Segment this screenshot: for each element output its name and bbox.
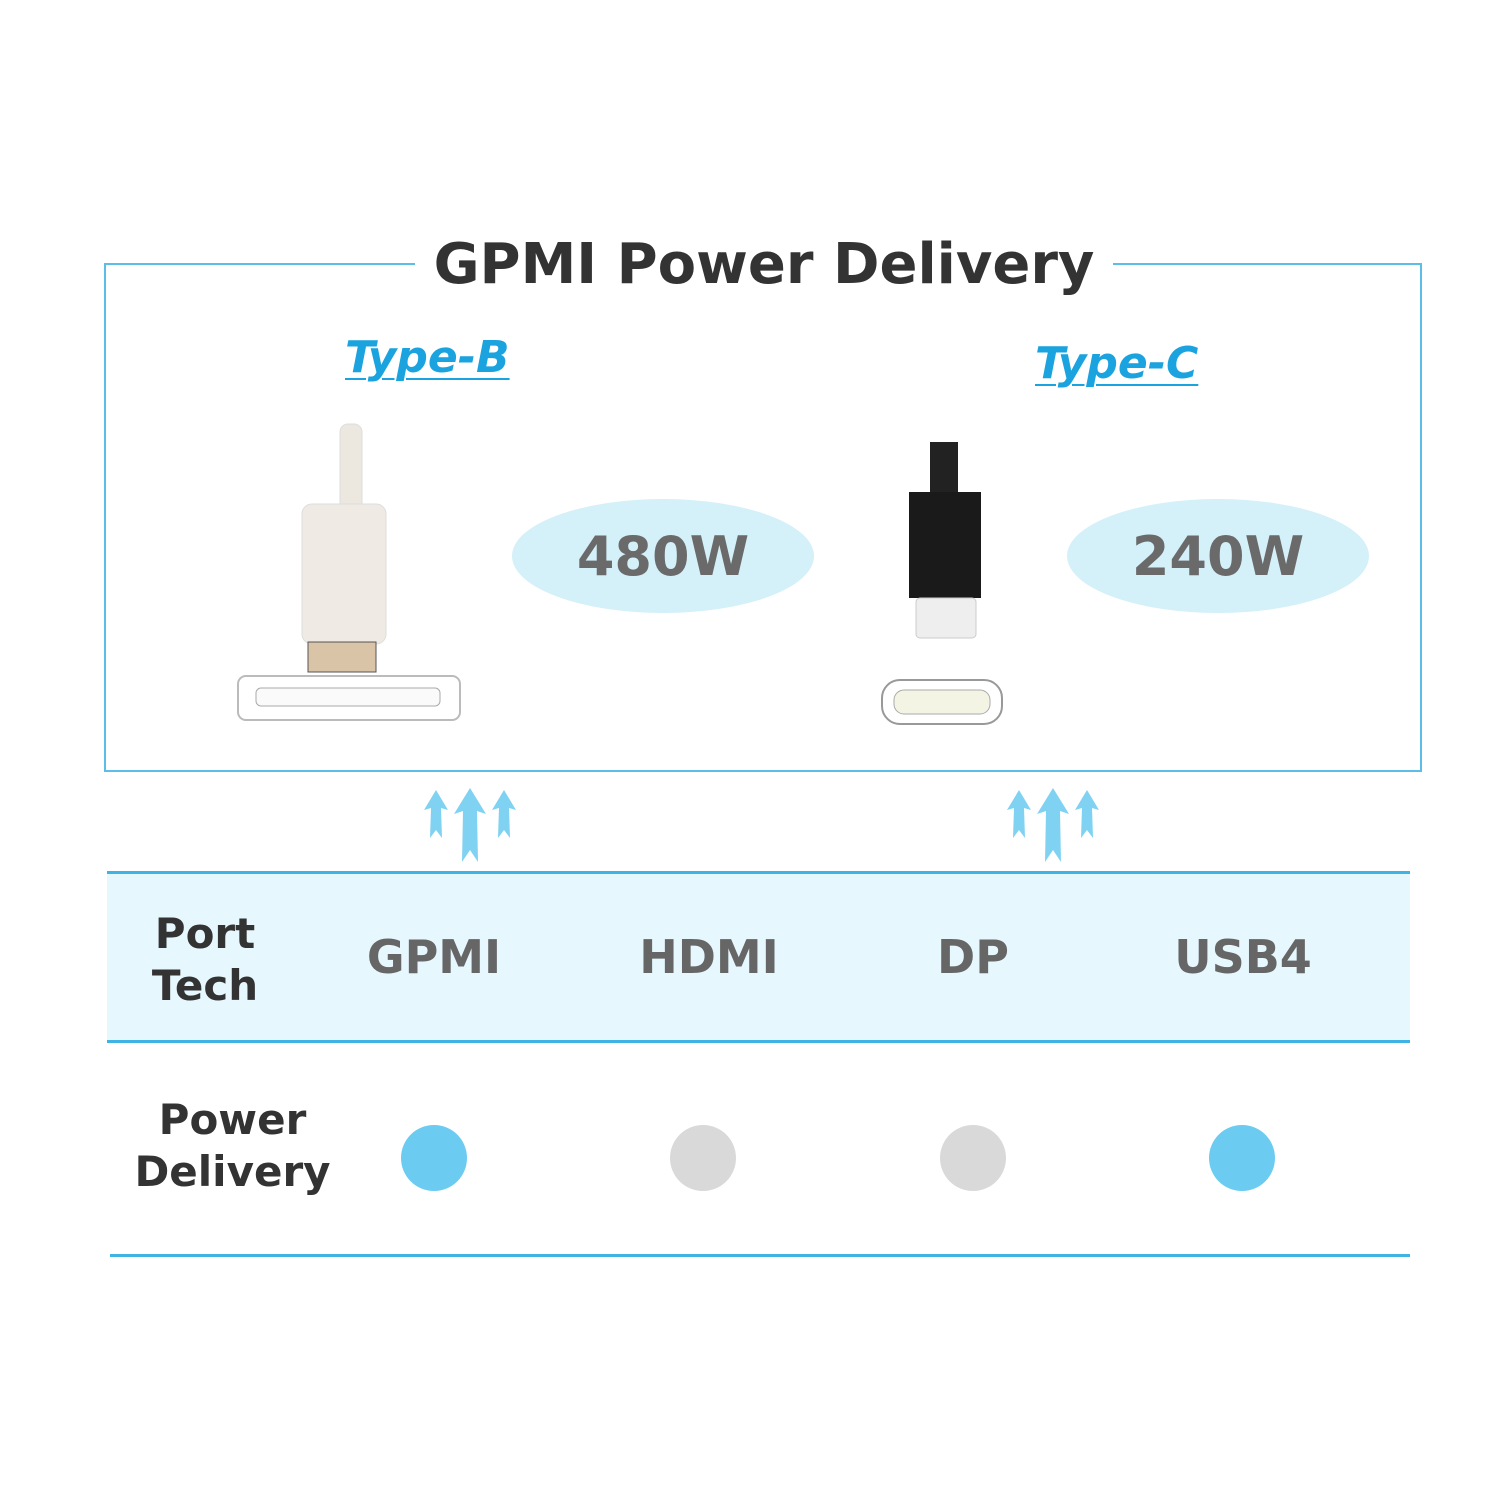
- hdmi-unsupported-dot: [670, 1125, 736, 1191]
- type-c-connector-image: [881, 442, 1003, 725]
- table-bottom-divider: [110, 1254, 1410, 1257]
- port-tech-label-line: Port: [154, 909, 256, 958]
- title-gap: [415, 250, 1113, 280]
- power-delivery-label-line: Power: [158, 1095, 307, 1144]
- type-c-label: Type-C: [1035, 338, 1199, 389]
- power-delivery-label-line: Delivery: [134, 1147, 331, 1196]
- port-tech-header-row: [107, 871, 1410, 1043]
- up-arrows-icon: [1007, 788, 1099, 862]
- port-tech-label: Port Tech: [120, 908, 290, 1012]
- dp-unsupported-dot: [940, 1125, 1006, 1191]
- column-usb4: USB4: [1174, 930, 1312, 984]
- column-dp: DP: [937, 930, 1009, 984]
- type-b-power-badge: 480W: [512, 499, 814, 613]
- column-hdmi: HDMI: [639, 930, 779, 984]
- up-arrows-icon: [424, 788, 516, 862]
- type-b-connector-image: [237, 423, 461, 721]
- type-b-label: Type-B: [345, 332, 510, 383]
- port-tech-label-line: Tech: [151, 961, 259, 1010]
- page-title: GPMI Power Delivery: [433, 232, 1095, 297]
- usb4-supported-dot: [1209, 1125, 1275, 1191]
- gpmi-supported-dot: [401, 1125, 467, 1191]
- power-delivery-label: Power Delivery: [130, 1094, 335, 1198]
- column-gpmi: GPMI: [366, 930, 502, 984]
- type-c-power-badge: 240W: [1067, 499, 1369, 613]
